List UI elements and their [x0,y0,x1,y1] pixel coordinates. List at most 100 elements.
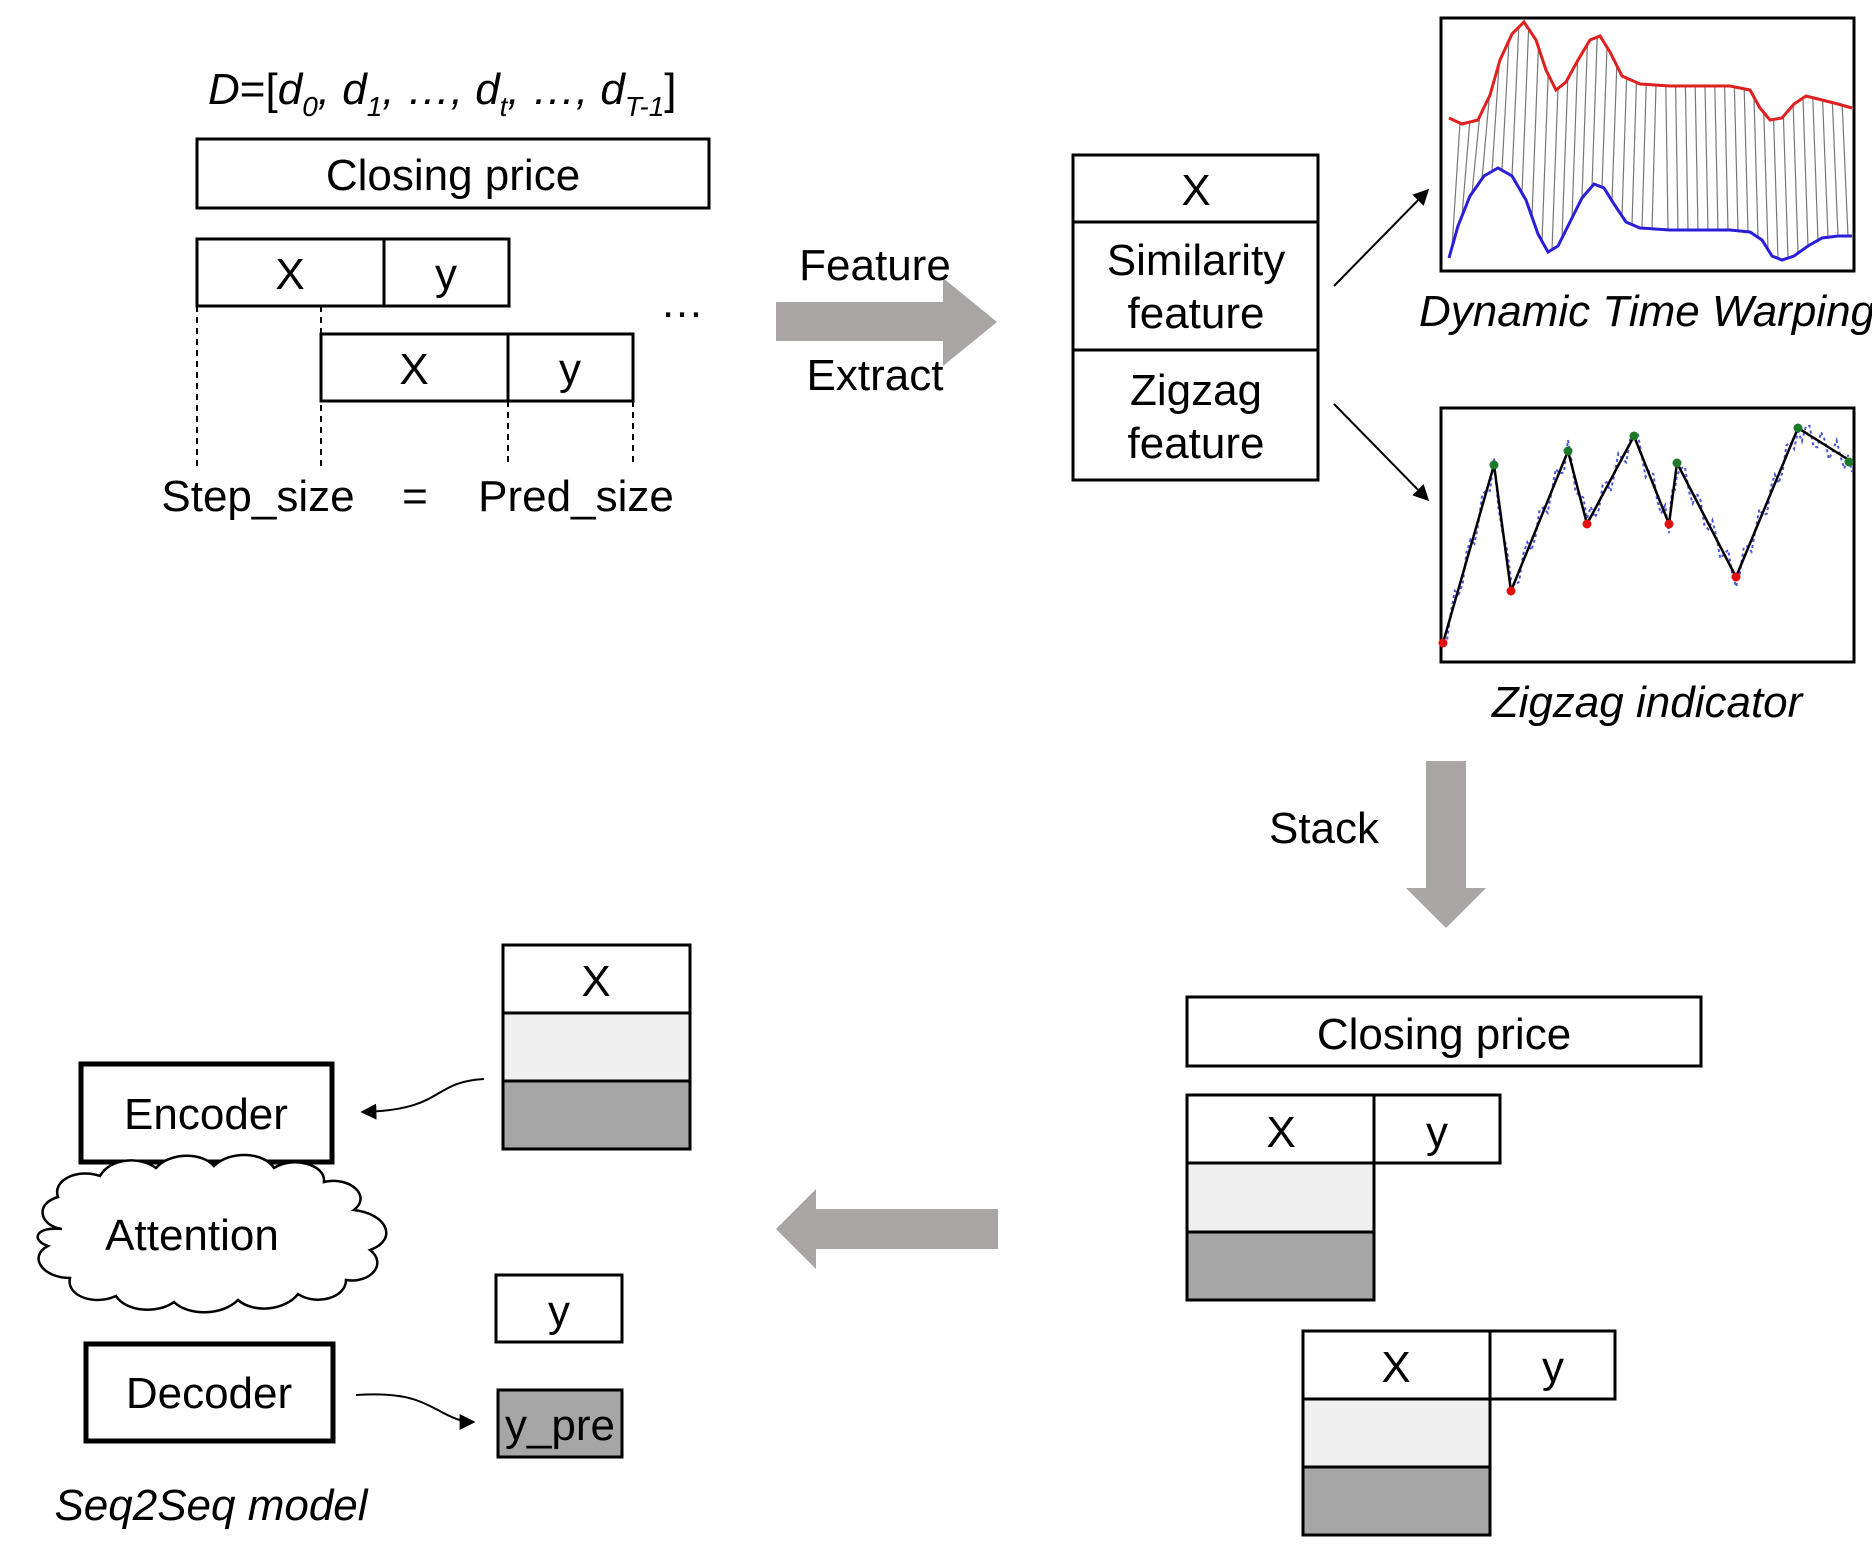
window-1-y-box [382,237,511,308]
seq2seq-caption: Seq2Seq model [54,1481,368,1530]
equals-sign: = [402,472,428,521]
down-arrow-shape [1406,761,1486,928]
warp-line [1665,85,1669,230]
warp-line [1451,123,1461,248]
decoder-box [83,1341,336,1444]
warp-line [1724,85,1729,231]
window-1-x-box [195,237,386,308]
zigzag-peak-point [1793,423,1803,433]
stacked-section: Closing price X y X y [1185,995,1703,1537]
warp-line [1481,96,1490,179]
warp-line [1782,116,1789,259]
stacked-window-1-x-box [1185,1093,1376,1165]
warp-line [1551,88,1559,250]
warp-line [1631,82,1637,225]
dtw-series-bottom [1447,166,1852,262]
closing-price-label: Closing price [326,151,580,200]
stacked-closing-price-bar [1185,995,1703,1068]
warp-line [1812,97,1819,241]
warp-line [1611,65,1618,201]
window-2-y-box [506,332,635,403]
stacked-window-1-y-box [1372,1093,1502,1165]
attention-label: Attention [105,1211,279,1260]
target-y-box [494,1273,624,1344]
warp-line [1521,28,1530,194]
warp-line [1773,119,1779,259]
arrow-to-dtw [1333,188,1430,287]
zigzag-caption: Zigzag indicator [1491,678,1805,727]
window-section: D=[d0, d1, …, dt, …, dT-1] Closing price… [161,65,711,521]
stack-arrow: Stack [1269,761,1486,928]
model-input-zigzag [501,1079,692,1151]
continuation-ellipsis: … [660,278,704,327]
feature-extract-arrow: Feature Extract [776,241,997,400]
warp-line [1792,104,1799,254]
input-to-encoder-arrow [360,1078,485,1120]
warp-line [1694,85,1699,231]
stacked-window-2-similarity [1301,1397,1492,1469]
warp-line [1822,100,1829,238]
stack-label: Stack [1269,804,1380,853]
zigzag-line-2: feature [1128,419,1265,468]
warp-line [1561,78,1569,239]
feature-label: Feature [799,241,951,290]
feature-stack: X Similarity feature Zigzag feature [1071,153,1430,502]
warp-line [1511,27,1520,177]
zigzag-trough-point [1731,572,1741,582]
warp-line [1471,116,1481,194]
dtw-warping-lines [1451,27,1849,259]
warp-line [1675,85,1679,231]
zigzag-peak-point [1563,446,1573,456]
zigzag-pivot-points [1438,423,1854,648]
warp-line [1571,60,1579,219]
zigzag-line-1: Zigzag [1130,366,1262,415]
dtw-caption: Dynamic Time Warping [1419,287,1872,336]
warp-line [1763,112,1769,250]
target-y-label: y [548,1287,570,1336]
zigzag-peak-point [1629,431,1639,441]
warp-line [1831,102,1839,237]
model-input-x-label: X [581,957,610,1006]
dtw-plot: Dynamic Time Warping [1419,16,1872,336]
warp-line [1714,85,1719,231]
warp-line [1802,97,1809,247]
pred-size-label: Pred_size [478,472,674,521]
warp-line [1581,44,1588,199]
encoder-box [78,1061,335,1165]
warp-line [1501,40,1510,171]
warp-line [1541,74,1549,242]
zigzag-frame [1439,406,1856,664]
stacked-window-2-zigzag [1301,1465,1492,1537]
similarity-feature-box [1071,220,1320,352]
zigzag-feature-box [1071,348,1320,482]
stacked-window-1-similarity [1185,1161,1376,1234]
feature-x-box [1071,153,1320,224]
zigzag-trough-point [1506,586,1516,596]
stacked-window-2-y-label: y [1542,1343,1564,1392]
step-guide-lines [196,306,634,466]
window-2-x-label: X [399,345,428,394]
window-1-y-label: y [435,250,457,299]
zigzag-trough-point [1582,519,1592,529]
extract-label: Extract [807,351,944,400]
stacked-window-2-x-label: X [1381,1343,1410,1392]
zigzag-peak-point [1844,457,1854,467]
decoder-label: Decoder [126,1369,292,1418]
window-1-x-label: X [275,250,304,299]
decoder-to-pred-arrow [355,1393,476,1430]
similarity-line-2: feature [1128,289,1265,338]
encoder-label: Encoder [124,1090,288,1139]
zigzag-peak-point [1489,460,1499,470]
warp-line [1601,47,1608,188]
zigzag-trough-point [1664,519,1674,529]
stacked-window-1-x-label: X [1266,1108,1295,1157]
warp-line [1733,86,1739,231]
stacked-window-2-y-box [1488,1329,1617,1401]
model-section: X Encoder Attention Decoder y y_pre Seq2… [36,943,692,1530]
warp-line [1841,105,1849,237]
step-size-label: Step_size [161,472,354,521]
window-2-y-label: y [559,345,581,394]
stacked-window-2-x-box [1301,1329,1492,1401]
warp-line [1684,85,1689,231]
